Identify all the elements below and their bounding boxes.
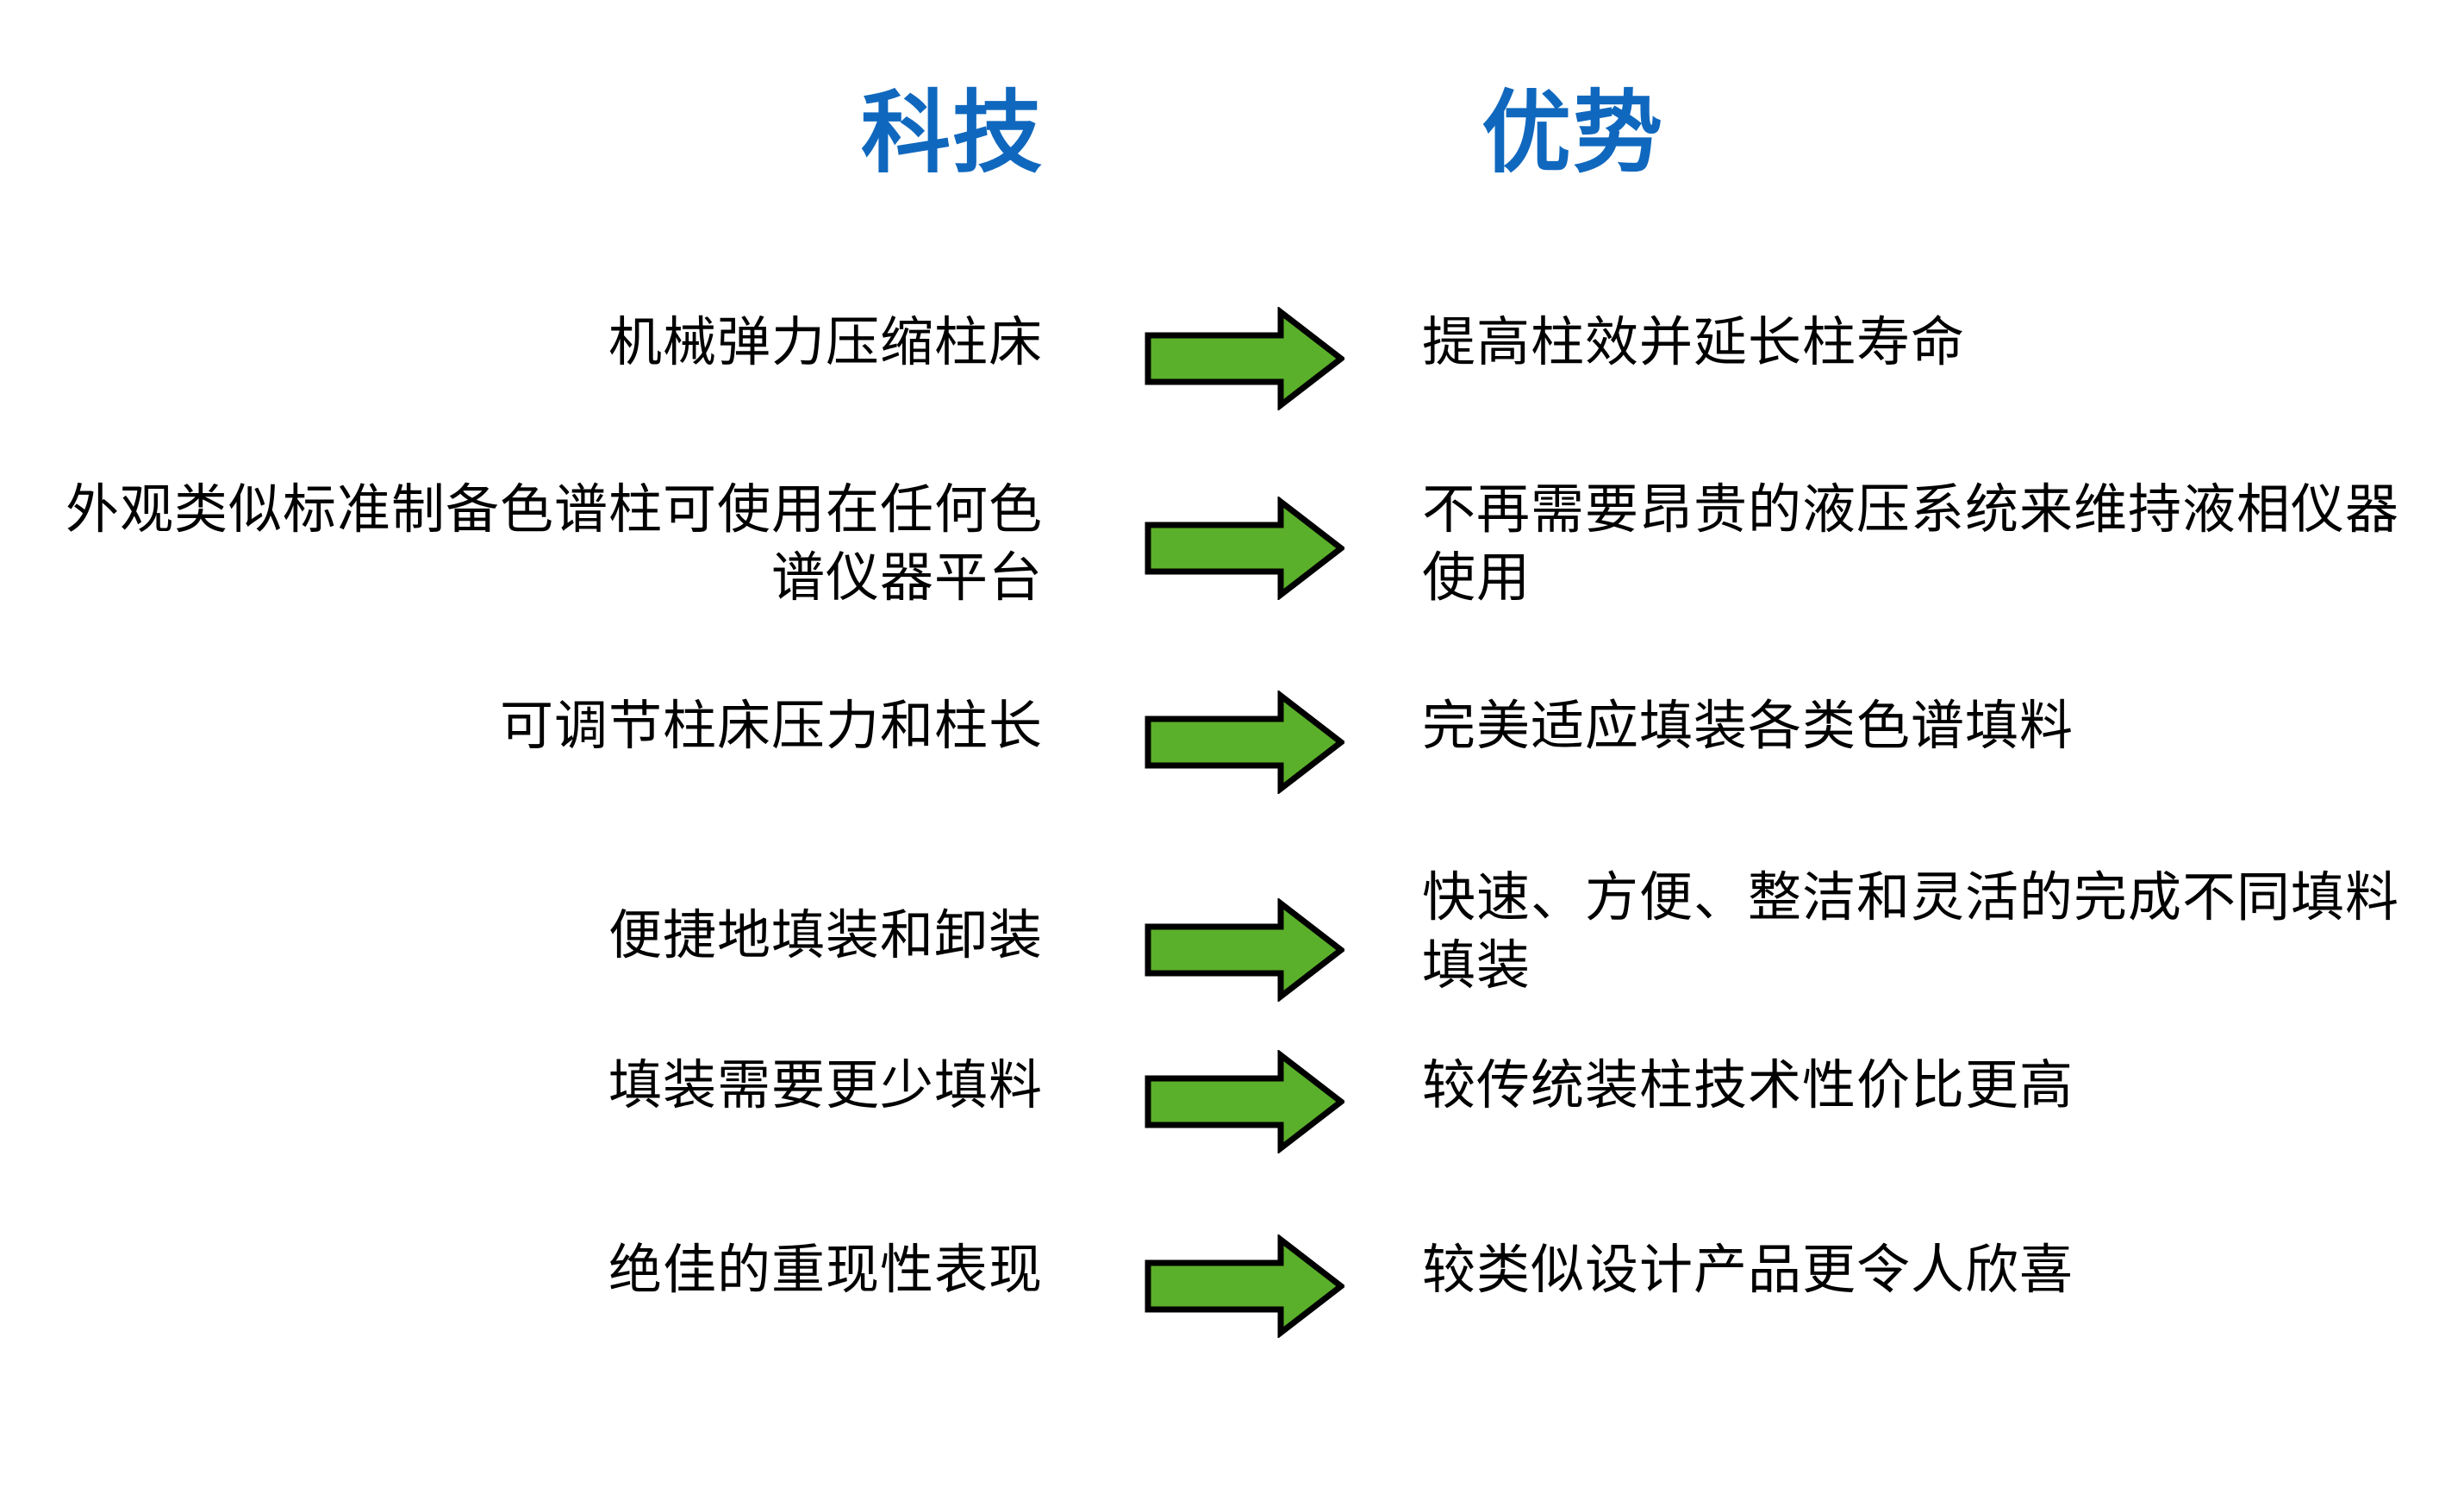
right-arrow-icon — [1145, 497, 1344, 600]
technology-text: 外观类似标准制备色谱柱可使用在任何色谱仪器平台 — [65, 480, 1043, 609]
column-headers: 科技 优势 — [0, 83, 2464, 212]
comparison-row: 绝佳的重现性表现 较类似设计产品更令人欣喜 — [0, 1207, 2464, 1379]
comparison-row: 外观类似标准制备色谱柱可使用在任何色谱仪器平台 不再需要昂贵的液压系统来维持液相… — [0, 457, 2464, 668]
right-arrow-icon — [1145, 898, 1344, 1002]
arrow-cell — [1043, 457, 1422, 600]
comparison-row: 便捷地填装和卸装 快速、方便、整洁和灵活的完成不同填料填装 — [0, 845, 2464, 1026]
right-arrow-icon — [1145, 1050, 1344, 1153]
technology-text: 绝佳的重现性表现 — [608, 1240, 1043, 1300]
column-header-benefit: 优势 — [1481, 84, 1664, 184]
comparison-row: 可调节柱床压力和柱长 完美适应填装各类色谱填料 — [0, 668, 2464, 845]
technology-text: 可调节柱床压力和柱长 — [499, 697, 1043, 756]
benefit-text: 提高柱效并延长柱寿命 — [1422, 313, 1966, 372]
comparison-row: 填装需要更少填料 较传统装柱技术性价比更高 — [0, 1026, 2464, 1207]
technology-text: 填装需要更少填料 — [608, 1056, 1043, 1115]
technology-text: 机械弹力压缩柱床 — [608, 313, 1043, 372]
arrow-cell — [1043, 845, 1422, 1002]
benefit-text: 完美适应填装各类色谱填料 — [1422, 697, 2074, 756]
arrow-cell — [1043, 1207, 1422, 1338]
arrow-cell — [1043, 668, 1422, 794]
column-header-technology: 科技 — [860, 84, 1044, 184]
benefit-text: 不再需要昂贵的液压系统来维持液相仪器使用 — [1422, 480, 2400, 609]
comparison-rows: 机械弹力压缩柱床 提高柱效并延长柱寿命 外观类似标准制备色谱柱可使用在任何色谱仪… — [0, 284, 2464, 1379]
benefit-text: 快速、方便、整洁和灵活的完成不同填料填装 — [1422, 868, 2400, 997]
benefit-text: 较传统装柱技术性价比更高 — [1422, 1056, 2074, 1115]
arrow-cell — [1043, 1026, 1422, 1153]
arrow-cell — [1043, 284, 1422, 410]
comparison-row: 机械弹力压缩柱床 提高柱效并延长柱寿命 — [0, 284, 2464, 457]
technology-text: 便捷地填装和卸装 — [608, 906, 1043, 965]
right-arrow-icon — [1145, 691, 1344, 794]
right-arrow-icon — [1145, 1234, 1344, 1338]
benefit-text: 较类似设计产品更令人欣喜 — [1422, 1240, 2074, 1300]
right-arrow-icon — [1145, 307, 1344, 410]
